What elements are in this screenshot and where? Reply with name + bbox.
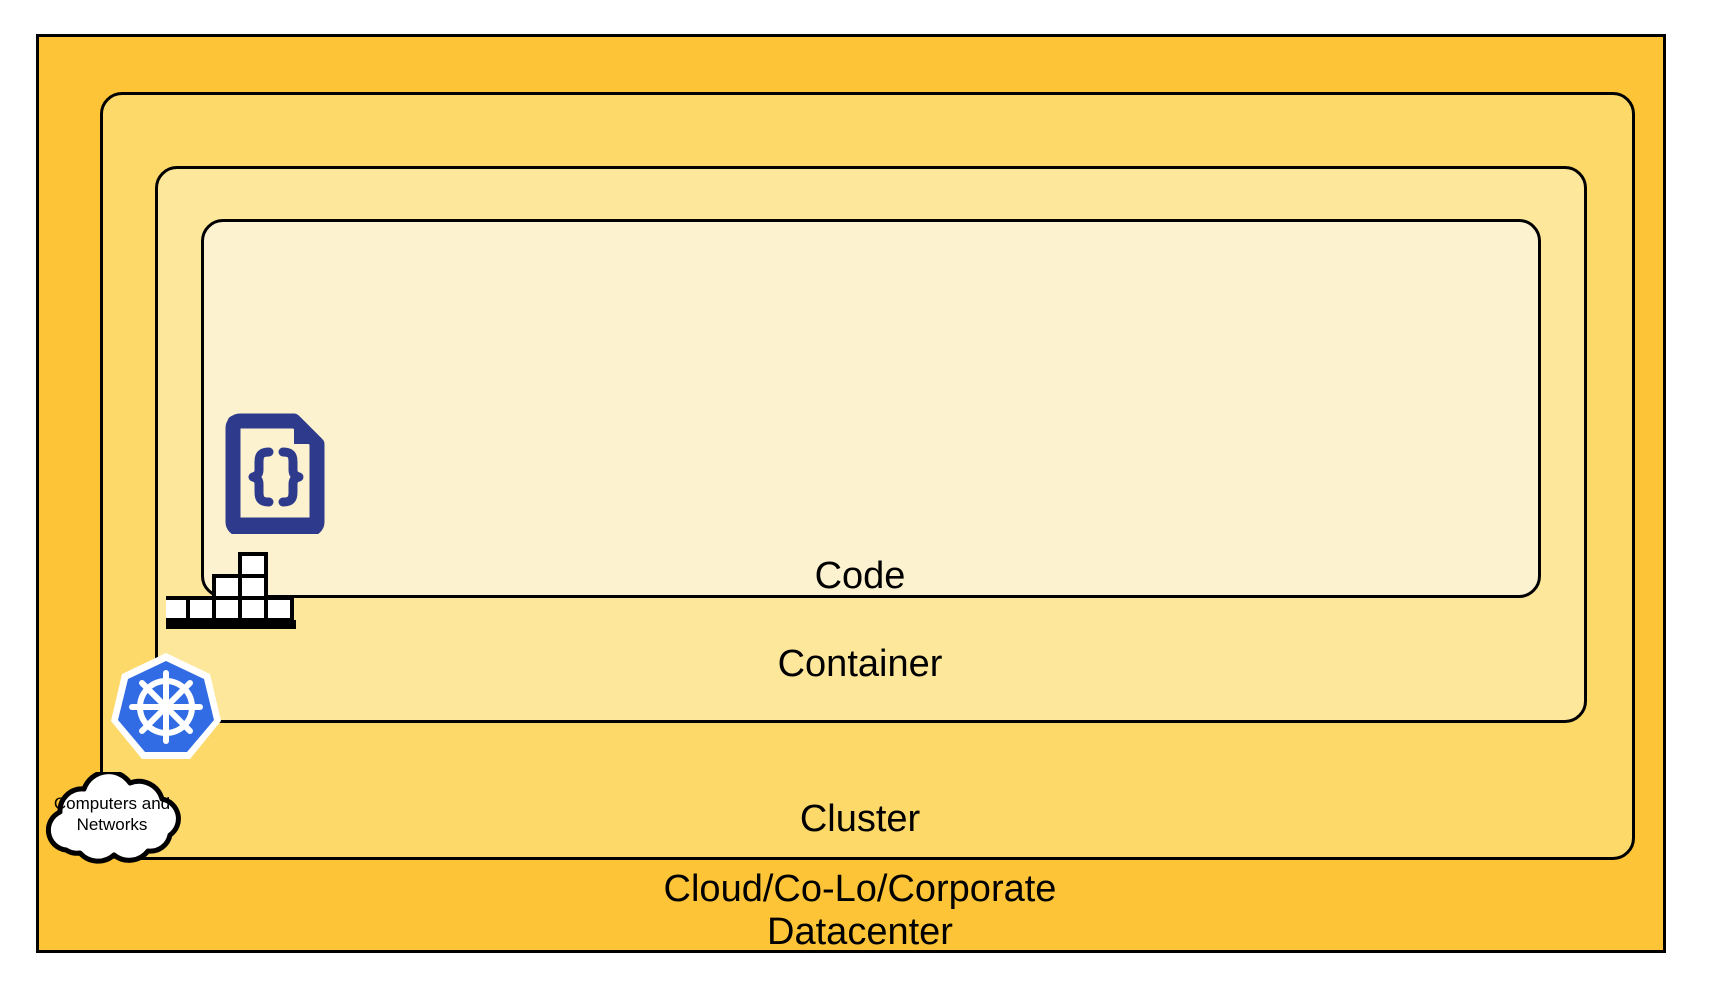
kubernetes-helm-icon bbox=[111, 653, 221, 759]
cloud-icon bbox=[45, 772, 181, 864]
layer-label-cluster: Cluster bbox=[799, 798, 921, 840]
code-file-icon bbox=[225, 413, 325, 534]
layer-code[interactable] bbox=[201, 219, 1541, 598]
container-blocks-icon bbox=[166, 552, 296, 629]
layer-label-container: Container bbox=[777, 643, 943, 685]
layer-label-datacenter: Cloud/Co-Lo/Corporate Datacenter bbox=[663, 868, 1057, 953]
layer-label-code: Code bbox=[814, 555, 906, 597]
